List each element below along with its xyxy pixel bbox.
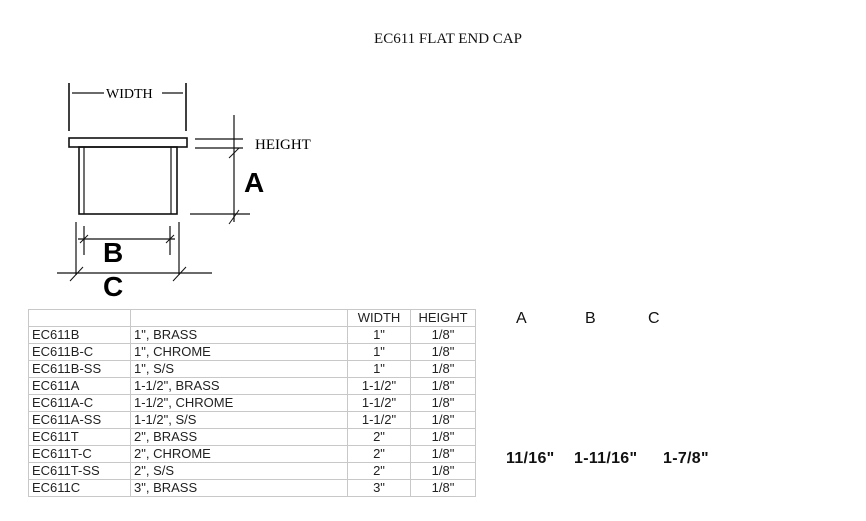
c-label: C <box>103 271 123 302</box>
part-number: EC611A <box>28 377 131 395</box>
width-value: 1-1/2" <box>347 394 411 412</box>
header-cell <box>130 309 348 327</box>
header-height: HEIGHT <box>410 309 476 327</box>
description: 1", S/S <box>130 360 348 378</box>
width-value: 1" <box>347 326 411 344</box>
description: 2", BRASS <box>130 428 348 446</box>
part-number: EC611T-C <box>28 445 131 463</box>
width-value: 2" <box>347 462 411 480</box>
dim-value-b: 1-11/16" <box>574 450 638 467</box>
height-value: 1/8" <box>410 411 476 429</box>
description: 1-1/2", S/S <box>130 411 348 429</box>
cap-flange <box>68 137 188 148</box>
part-number: EC611T <box>28 428 131 446</box>
description: 2", CHROME <box>130 445 348 463</box>
width-label: WIDTH <box>106 87 153 102</box>
description: 2", S/S <box>130 462 348 480</box>
part-number: EC611B <box>28 326 131 344</box>
part-number: EC611A-C <box>28 394 131 412</box>
height-value: 1/8" <box>410 377 476 395</box>
width-value: 1-1/2" <box>347 411 411 429</box>
height-value: 1/8" <box>410 445 476 463</box>
height-label: HEIGHT <box>255 137 311 153</box>
dim-header-b: B <box>585 310 596 327</box>
part-number: EC611B-SS <box>28 360 131 378</box>
height-value: 1/8" <box>410 479 476 497</box>
description: 1-1/2", BRASS <box>130 377 348 395</box>
cap-body <box>78 146 178 215</box>
part-number: EC611T-SS <box>28 462 131 480</box>
width-value: 2" <box>347 428 411 446</box>
height-value: 1/8" <box>410 462 476 480</box>
a-label: A <box>244 167 264 198</box>
dim-value-c: 1-7/8" <box>663 450 709 467</box>
description: 1", CHROME <box>130 343 348 361</box>
dim-value-a: 11/16" <box>506 450 555 467</box>
part-number: EC611C <box>28 479 131 497</box>
width-value: 3" <box>347 479 411 497</box>
part-number: EC611B-C <box>28 343 131 361</box>
height-value: 1/8" <box>410 360 476 378</box>
page-title: EC611 FLAT END CAP <box>374 31 522 47</box>
description: 3", BRASS <box>130 479 348 497</box>
width-value: 1" <box>347 343 411 361</box>
description: 1", BRASS <box>130 326 348 344</box>
height-value: 1/8" <box>410 428 476 446</box>
header-width: WIDTH <box>347 309 411 327</box>
height-value: 1/8" <box>410 343 476 361</box>
width-value: 2" <box>347 445 411 463</box>
dim-header-c: C <box>648 310 660 327</box>
description: 1-1/2", CHROME <box>130 394 348 412</box>
height-value: 1/8" <box>410 326 476 344</box>
dim-header-a: A <box>516 310 527 327</box>
width-value: 1-1/2" <box>347 377 411 395</box>
height-value: 1/8" <box>410 394 476 412</box>
table-header-row: WIDTH HEIGHT <box>28 309 476 327</box>
b-label: B <box>103 237 123 268</box>
width-value: 1" <box>347 360 411 378</box>
header-cell <box>28 309 131 327</box>
part-number: EC611A-SS <box>28 411 131 429</box>
